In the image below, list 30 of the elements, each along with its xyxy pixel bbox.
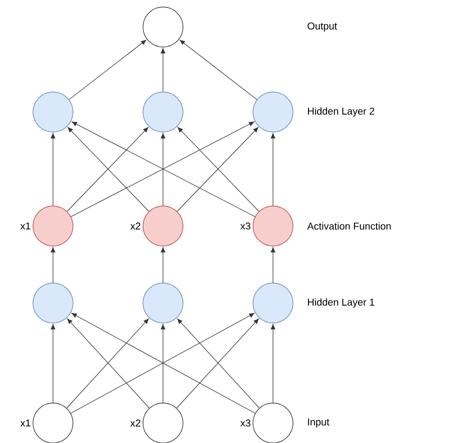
arrow [180, 40, 258, 100]
arrow [160, 247, 166, 283]
neuron-circle [142, 282, 184, 324]
neuron-circle [142, 6, 184, 48]
arrow [270, 133, 276, 206]
neuron-circle [252, 282, 294, 324]
arrow [50, 324, 56, 403]
arrow [270, 247, 276, 283]
node-label: x3 [240, 222, 250, 230]
node-label: x3 [240, 419, 250, 427]
neuron-circle [32, 282, 74, 324]
neuron-circle [252, 92, 294, 132]
layer-label: Hidden Layer 2 [308, 107, 374, 117]
arrow [270, 324, 276, 403]
neuron-circle [32, 92, 74, 132]
arrow [50, 133, 56, 206]
node-label: x2 [130, 222, 140, 230]
arrow [160, 133, 166, 206]
node-label: x1 [20, 222, 30, 230]
node-label: x1 [20, 420, 30, 426]
arrow [50, 247, 56, 283]
layer-label: Input [308, 418, 330, 428]
arrow [160, 324, 166, 403]
node-label: x2 [130, 420, 140, 426]
neuron-circle [142, 92, 184, 132]
layer-label: Hidden Layer 1 [308, 298, 374, 308]
arrow [160, 48, 166, 92]
layer-label: Activation Function [307, 222, 391, 230]
arrow [68, 40, 146, 100]
layer-label: Output [308, 22, 338, 32]
